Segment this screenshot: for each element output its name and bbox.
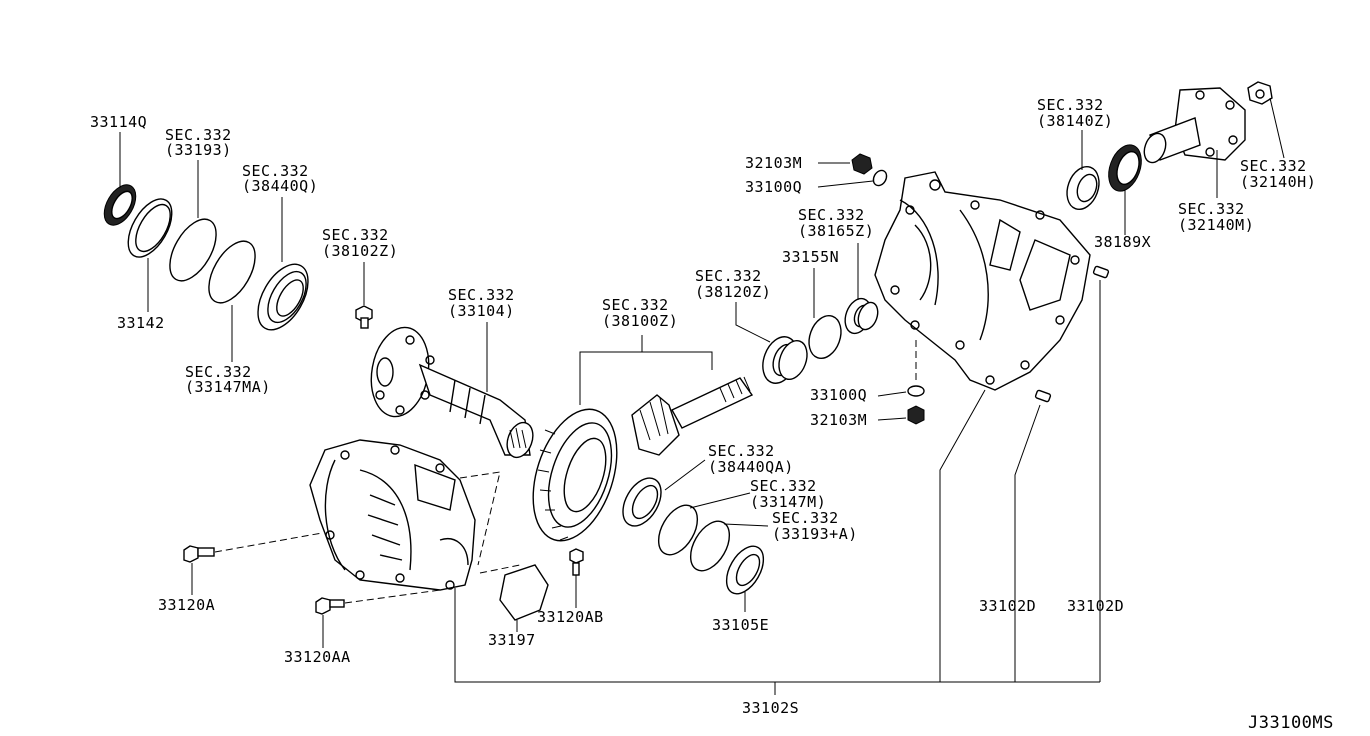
label-33102s: 33102S: [742, 699, 799, 717]
spacer-33155n[interactable]: [803, 311, 846, 363]
label-38100z: (38100Z): [602, 312, 678, 330]
label-38120z: (38120Z): [695, 283, 771, 301]
leader-33147m: [689, 492, 751, 509]
oil-seal-33105e[interactable]: [719, 540, 771, 600]
bolt-33120ab[interactable]: [569, 548, 584, 576]
label-32140h: (32140H): [1240, 173, 1316, 191]
label-32140m: (32140M): [1178, 216, 1254, 234]
nut-32140h[interactable]: [1247, 81, 1273, 105]
ring-33147ma[interactable]: [199, 234, 264, 311]
dowel-pin-33102d-lower[interactable]: [1034, 389, 1052, 403]
label-38440q: (38440Q): [242, 177, 318, 195]
label-33102d-2: 33102D: [1067, 597, 1124, 615]
label-33104: (33104): [448, 302, 515, 320]
leader-38120z: [735, 302, 771, 343]
label-sec332-33147ma: SEC.332: [185, 363, 252, 381]
dashed-line-front-housing: [459, 471, 501, 566]
front-housing-33102s[interactable]: [309, 439, 476, 591]
diagram-id: J33100MS: [1248, 713, 1334, 733]
label-sec332-33193a: SEC.332: [772, 509, 839, 527]
shim-33193a[interactable]: [683, 515, 738, 578]
plug-32103m-top[interactable]: [851, 153, 873, 175]
dashed-line-33120aa: [344, 589, 441, 604]
seal-ring-33142[interactable]: [119, 192, 180, 264]
bolt-33120a[interactable]: [183, 545, 215, 563]
label-33120a: 33120A: [158, 596, 215, 614]
dashed-line-bracket: [479, 564, 521, 574]
label-sec332-38440q: SEC.332: [242, 162, 309, 180]
label-33193a: (33193+A): [772, 525, 858, 543]
washer-33100q-top[interactable]: [871, 168, 889, 188]
label-32103m-top: 32103M: [745, 154, 802, 172]
bracket-38100z: [579, 351, 713, 405]
label-33114q: 33114Q: [90, 113, 147, 131]
leader-33100q-mid: [877, 391, 907, 397]
oil-seal-38440q[interactable]: [248, 256, 319, 338]
label-33147m: (33147M): [750, 493, 826, 511]
label-sec332-38102z: SEC.332: [322, 226, 389, 244]
label-33197: 33197: [488, 631, 536, 649]
bearing-38120z[interactable]: [757, 332, 812, 388]
label-38440qa: (38440QA): [708, 458, 794, 476]
rear-housing-33102d[interactable]: [874, 171, 1091, 391]
label-sec332-38165z: SEC.332: [798, 206, 865, 224]
label-sec332-32140h: SEC.332: [1240, 157, 1307, 175]
side-flange-shaft-33104[interactable]: [365, 323, 538, 461]
label-sec332-33104: SEC.332: [448, 286, 515, 304]
label-33102d-1: 33102D: [979, 597, 1036, 615]
oil-seal-38440qa[interactable]: [615, 471, 669, 532]
leader-33100q-top: [817, 180, 874, 188]
dashed-line-33120a: [214, 532, 323, 553]
leader-33102s-bracket: [454, 588, 1100, 683]
leader-33102s-rear-housing: [939, 389, 986, 682]
label-sec332-38140z: SEC.332: [1037, 96, 1104, 114]
leader-38440qa: [664, 459, 706, 491]
label-sec332-32140m: SEC.332: [1178, 200, 1245, 218]
label-38102z: (38102Z): [322, 242, 398, 260]
label-38189x: 38189X: [1094, 233, 1151, 251]
shim-ring-33193[interactable]: [160, 212, 225, 289]
label-33120aa: 33120AA: [284, 648, 351, 666]
leader-33193a: [723, 523, 769, 527]
label-33147ma: (33147MA): [185, 378, 271, 396]
bolt-33120aa[interactable]: [315, 597, 345, 615]
label-sec332-33193: SEC.332: [165, 126, 232, 144]
label-38140z: (38140Z): [1037, 112, 1113, 130]
label-33155n: 33155N: [782, 248, 839, 266]
washer-33100q-mid[interactable]: [907, 385, 925, 397]
seal-38189x[interactable]: [1103, 140, 1148, 195]
label-33100q-mid: 33100Q: [810, 386, 867, 404]
bearing-38140z[interactable]: [1061, 162, 1104, 214]
label-33100q-top: 33100Q: [745, 178, 802, 196]
label-sec332-38440qa: SEC.332: [708, 442, 775, 460]
bearing-38165z[interactable]: [841, 295, 882, 337]
ring-gear-38100z[interactable]: [518, 399, 632, 552]
label-33142: 33142: [117, 314, 165, 332]
plug-32103m-mid[interactable]: [907, 405, 925, 425]
leader-32103m-mid: [877, 417, 907, 421]
ring-33147m[interactable]: [651, 499, 706, 562]
label-32103m-mid: 32103M: [810, 411, 867, 429]
label-38165z: (38165Z): [798, 222, 874, 240]
label-sec332-38120z: SEC.332: [695, 267, 762, 285]
oil-seal-33114q[interactable]: [98, 179, 143, 230]
drive-pinion-38100z[interactable]: [631, 376, 754, 456]
leader-32140h: [1269, 97, 1285, 159]
companion-flange-32140m[interactable]: [1140, 87, 1246, 166]
label-33120ab: 33120AB: [537, 608, 604, 626]
leader-33102d-lower: [1014, 404, 1041, 682]
label-33105e: 33105E: [712, 616, 769, 634]
label-sec332-33147m: SEC.332: [750, 477, 817, 495]
label-sec332-38100z: SEC.332: [602, 296, 669, 314]
dowel-pin-33102d-upper[interactable]: [1092, 265, 1110, 279]
label-33193: (33193): [165, 141, 232, 159]
bracket-33197[interactable]: [499, 564, 549, 621]
plug-38102z[interactable]: [355, 305, 373, 329]
